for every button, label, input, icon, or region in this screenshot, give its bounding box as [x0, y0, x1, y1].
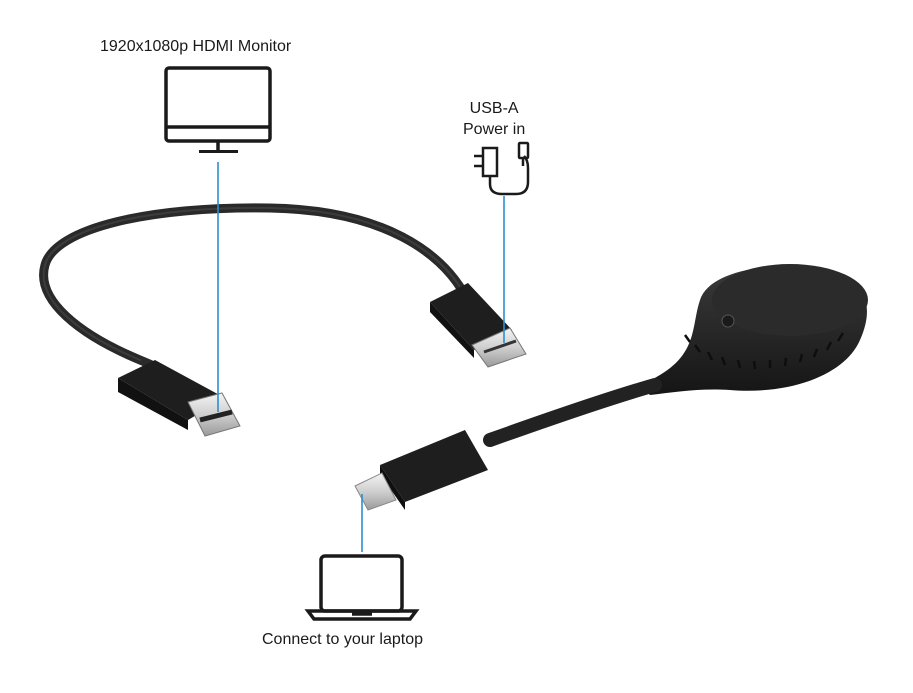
vent-pattern: [683, 332, 845, 370]
hdmi-plug: [118, 360, 241, 437]
usb-power-label: USB-A Power in: [463, 98, 525, 140]
monitor-label: 1920x1080p HDMI Monitor: [100, 38, 292, 55]
hdmi-usb-cable: [39, 203, 475, 397]
usb-c-plug: [354, 430, 488, 511]
power-adapter-icon: [474, 141, 530, 196]
callout-lines: [217, 162, 505, 552]
laptop-label: Connect to your laptop: [262, 631, 423, 648]
laptop-icon: [304, 554, 420, 621]
usb-power-label-line1: USB-A: [469, 100, 519, 117]
monitor-icon: [164, 66, 272, 153]
usb-a-plug: [430, 283, 527, 368]
usb-power-label-line2: Power in: [463, 121, 526, 138]
wireless-dongle: [483, 264, 868, 447]
